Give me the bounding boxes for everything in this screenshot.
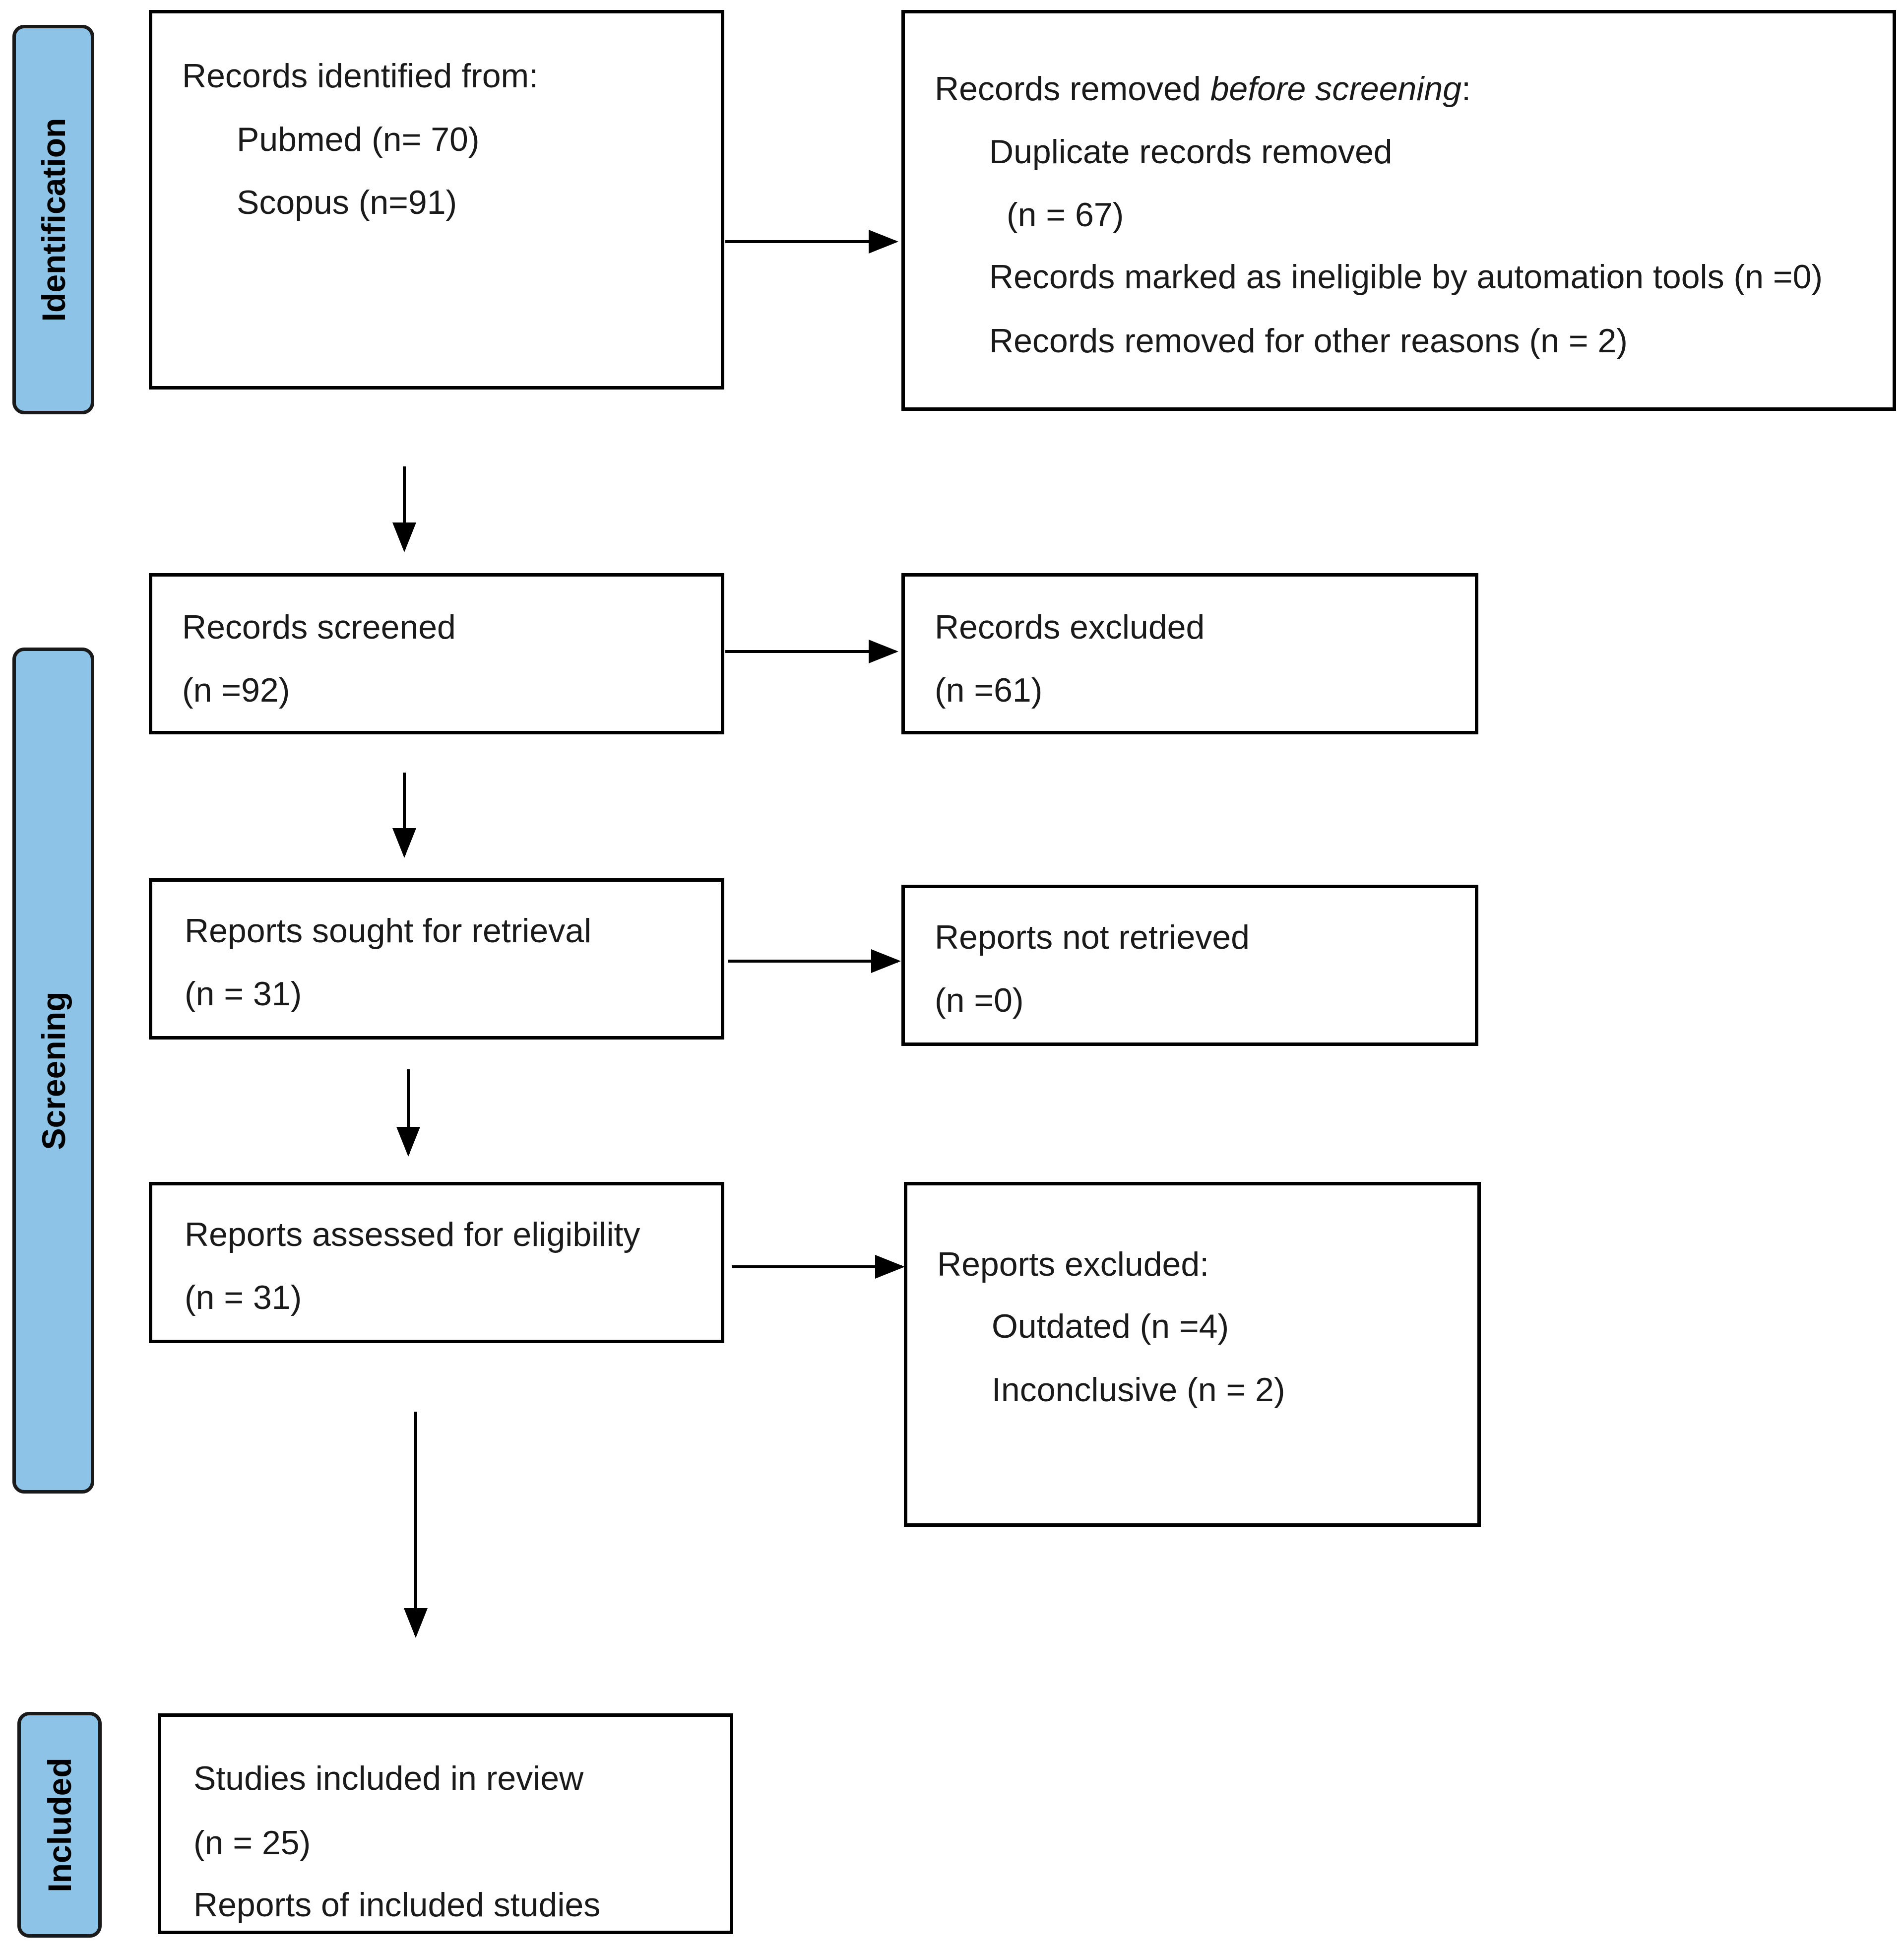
records-excluded-box: Records excluded (n =61)	[901, 573, 1478, 734]
studies-included-label: Studies included in review	[193, 1759, 584, 1797]
studies-included-count: (n = 25)	[193, 1824, 311, 1862]
reports-assessed-label: Reports assessed for eligibility	[185, 1216, 640, 1253]
reports-not-retrieved-count: (n =0)	[935, 981, 1024, 1019]
reports-excluded-header: Reports excluded:	[937, 1245, 1209, 1283]
reports-assessed-box: Reports assessed for eligibility (n = 31…	[149, 1182, 724, 1343]
reports-not-retrieved-box: Reports not retrieved (n =0)	[901, 885, 1478, 1046]
studies-included-box: Studies included in review (n = 25) Repo…	[158, 1713, 733, 1934]
duplicates-count: (n = 67)	[1007, 196, 1124, 234]
records-screened-box: Records screened (n =92)	[149, 573, 724, 734]
reports-not-retrieved-label: Reports not retrieved	[935, 918, 1250, 956]
reports-sought-count: (n = 31)	[185, 975, 302, 1013]
source-pubmed: Pubmed (n= 70)	[237, 121, 480, 158]
records-removed-header: Records removed before screening:	[935, 70, 1471, 108]
source-scopus: Scopus (n=91)	[237, 184, 457, 221]
records-identified-header: Records identified from:	[182, 57, 539, 95]
records-screened-label: Records screened	[182, 608, 456, 646]
records-excluded-label: Records excluded	[935, 608, 1205, 646]
reports-sought-label: Reports sought for retrieval	[185, 912, 592, 950]
reports-assessed-count: (n = 31)	[185, 1279, 302, 1316]
stage-screening-tab: Screening	[12, 648, 94, 1494]
records-excluded-count: (n =61)	[935, 671, 1043, 709]
excluded-reason-inconclusive: Inconclusive (n = 2)	[992, 1371, 1285, 1409]
records-identified-box: Records identified from: Pubmed (n= 70) …	[149, 10, 724, 390]
removed-other-reasons: Records removed for other reasons (n = 2…	[989, 322, 1628, 360]
reports-excluded-box: Reports excluded: Outdated (n =4) Inconc…	[904, 1182, 1481, 1527]
records-removed-box: Records removed before screening: Duplic…	[901, 10, 1896, 411]
stage-included-tab: Included	[17, 1712, 102, 1938]
duplicates-label: Duplicate records removed	[989, 133, 1393, 171]
records-screened-count: (n =92)	[182, 671, 290, 709]
excluded-reason-outdated: Outdated (n =4)	[992, 1307, 1229, 1345]
included-reports-label: Reports of included studies	[193, 1886, 601, 1924]
reports-sought-box: Reports sought for retrieval (n = 31)	[149, 878, 724, 1040]
ineligible-automation: Records marked as ineligible by automati…	[989, 258, 1823, 296]
stage-identification-tab: Identification	[12, 25, 94, 414]
